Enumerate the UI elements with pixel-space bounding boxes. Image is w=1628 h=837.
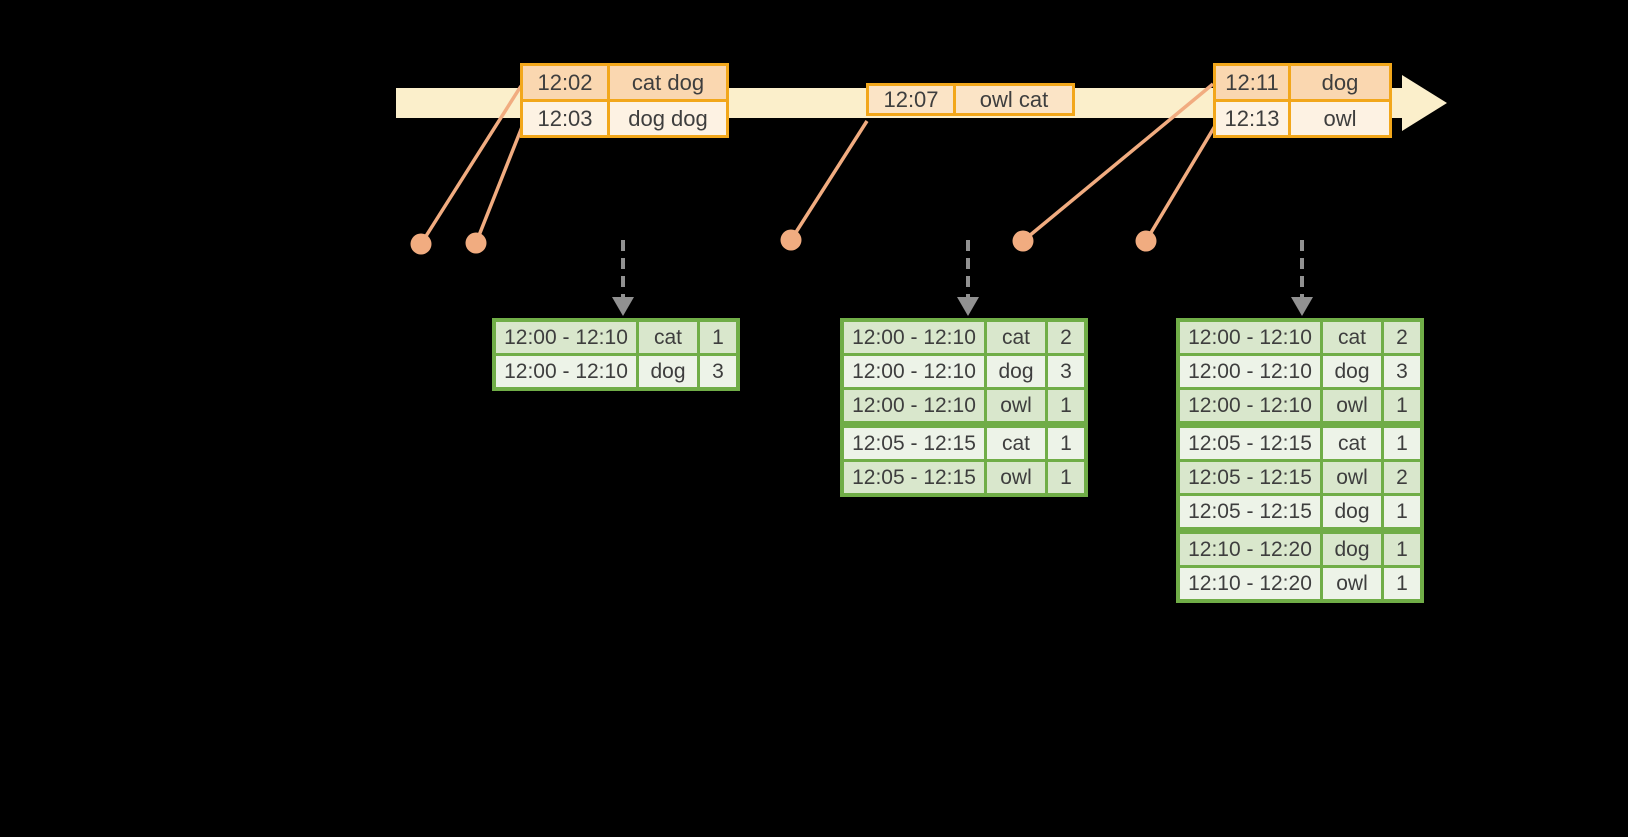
connector-lines bbox=[419, 82, 1217, 245]
result-row: 12:00 - 12:10 dog 3 bbox=[492, 353, 740, 391]
result-word: owl bbox=[1320, 387, 1384, 426]
result-window: 12:00 - 12:10 bbox=[1176, 318, 1323, 356]
result-row: 12:00 - 12:10 cat 2 bbox=[840, 318, 1088, 356]
result-window: 12:10 - 12:20 bbox=[1176, 565, 1323, 603]
result-count: 1 bbox=[1045, 459, 1088, 497]
result-word: owl bbox=[984, 459, 1048, 497]
result-count: 1 bbox=[1381, 527, 1424, 568]
result-row: 12:05 - 12:15 dog 1 bbox=[1176, 493, 1424, 532]
event-words: cat dog bbox=[607, 63, 729, 102]
connector-line bbox=[1021, 82, 1215, 243]
result-window: 12:00 - 12:10 bbox=[1176, 387, 1323, 426]
result-count: 1 bbox=[1045, 421, 1088, 462]
event-time: 12:13 bbox=[1213, 99, 1291, 138]
trigger-arrows bbox=[621, 240, 1304, 299]
result-word: owl bbox=[1320, 459, 1384, 496]
result-word: cat bbox=[1320, 421, 1384, 462]
result-count: 1 bbox=[1045, 387, 1088, 426]
result-row: 12:10 - 12:20 owl 1 bbox=[1176, 565, 1424, 603]
result-row: 12:05 - 12:15 cat 1 bbox=[1176, 421, 1424, 462]
result-window: 12:05 - 12:15 bbox=[1176, 493, 1323, 532]
result-word: dog bbox=[1320, 527, 1384, 568]
result-count: 2 bbox=[1381, 318, 1424, 356]
result-row: 12:05 - 12:15 owl 2 bbox=[1176, 459, 1424, 496]
trigger-arrowhead-icon bbox=[612, 297, 634, 316]
event-dot bbox=[410, 233, 432, 255]
result-word: cat bbox=[636, 318, 700, 356]
result-count: 3 bbox=[1381, 353, 1424, 390]
result-table-1: 12:00 - 12:10 cat 1 12:00 - 12:10 dog 3 bbox=[492, 318, 740, 391]
result-row: 12:05 - 12:15 cat 1 bbox=[840, 421, 1088, 462]
result-window: 12:00 - 12:10 bbox=[492, 353, 639, 391]
event-dot bbox=[1012, 230, 1034, 252]
result-word: dog bbox=[636, 353, 700, 391]
event-time: 12:02 bbox=[520, 63, 610, 102]
result-count: 1 bbox=[1381, 421, 1424, 462]
event-table-3: 12:11 dog 12:13 owl bbox=[1213, 63, 1392, 138]
result-row: 12:00 - 12:10 dog 3 bbox=[1176, 353, 1424, 390]
result-row: 12:05 - 12:15 owl 1 bbox=[840, 459, 1088, 497]
result-window: 12:00 - 12:10 bbox=[840, 318, 987, 356]
result-window: 12:00 - 12:10 bbox=[1176, 353, 1323, 390]
trigger-arrowheads bbox=[612, 297, 1313, 316]
result-window: 12:05 - 12:15 bbox=[840, 421, 987, 462]
result-window: 12:00 - 12:10 bbox=[840, 387, 987, 426]
event-row: 12:03 dog dog bbox=[520, 99, 729, 138]
result-word: cat bbox=[984, 421, 1048, 462]
result-window: 12:05 - 12:15 bbox=[1176, 421, 1323, 462]
event-row: 12:11 dog bbox=[1213, 63, 1392, 102]
result-word: owl bbox=[984, 387, 1048, 426]
result-count: 1 bbox=[697, 318, 740, 356]
result-window: 12:10 - 12:20 bbox=[1176, 527, 1323, 568]
result-window: 12:05 - 12:15 bbox=[1176, 459, 1323, 496]
connector-line bbox=[419, 85, 523, 245]
result-table-3: 12:00 - 12:10 cat 2 12:00 - 12:10 dog 3 … bbox=[1176, 318, 1424, 603]
connector-line bbox=[474, 126, 524, 244]
event-words: dog dog bbox=[607, 99, 729, 138]
event-row: 12:07 owl cat bbox=[866, 83, 1075, 116]
result-count: 3 bbox=[1045, 353, 1088, 390]
trigger-arrowhead-icon bbox=[1291, 297, 1313, 316]
result-row: 12:00 - 12:10 cat 2 bbox=[1176, 318, 1424, 356]
result-row: 12:00 - 12:10 owl 1 bbox=[840, 387, 1088, 426]
result-count: 1 bbox=[1381, 493, 1424, 532]
result-word: cat bbox=[1320, 318, 1384, 356]
trigger-arrowhead-icon bbox=[957, 297, 979, 316]
result-count: 2 bbox=[1045, 318, 1088, 356]
result-window: 12:00 - 12:10 bbox=[840, 353, 987, 390]
connector-line bbox=[789, 120, 869, 241]
event-row: 12:13 owl bbox=[1213, 99, 1392, 138]
result-word: dog bbox=[1320, 353, 1384, 390]
event-time: 12:03 bbox=[520, 99, 610, 138]
event-time: 12:11 bbox=[1213, 63, 1291, 102]
result-row: 12:00 - 12:10 cat 1 bbox=[492, 318, 740, 356]
result-count: 3 bbox=[697, 353, 740, 391]
result-row: 12:00 - 12:10 dog 3 bbox=[840, 353, 1088, 390]
event-words: dog bbox=[1288, 63, 1392, 102]
result-count: 2 bbox=[1381, 459, 1424, 496]
result-count: 1 bbox=[1381, 387, 1424, 426]
result-window: 12:00 - 12:10 bbox=[492, 318, 639, 356]
event-row: 12:02 cat dog bbox=[520, 63, 729, 102]
connector-line bbox=[1144, 125, 1217, 242]
event-dot bbox=[780, 229, 802, 251]
event-dots bbox=[410, 229, 1157, 255]
result-word: cat bbox=[984, 318, 1048, 356]
event-dot bbox=[465, 232, 487, 254]
event-table-1: 12:02 cat dog 12:03 dog dog bbox=[520, 63, 729, 138]
result-word: dog bbox=[984, 353, 1048, 390]
result-word: dog bbox=[1320, 493, 1384, 532]
result-table-2: 12:00 - 12:10 cat 2 12:00 - 12:10 dog 3 … bbox=[840, 318, 1088, 497]
event-time: 12:07 bbox=[866, 83, 956, 116]
result-count: 1 bbox=[1381, 565, 1424, 603]
timeline-arrowhead-icon bbox=[1402, 75, 1447, 131]
result-row: 12:00 - 12:10 owl 1 bbox=[1176, 387, 1424, 426]
result-window: 12:05 - 12:15 bbox=[840, 459, 987, 497]
result-word: owl bbox=[1320, 565, 1384, 603]
result-row: 12:10 - 12:20 dog 1 bbox=[1176, 527, 1424, 568]
event-dot bbox=[1135, 230, 1157, 252]
event-words: owl cat bbox=[953, 83, 1075, 116]
event-table-2: 12:07 owl cat bbox=[866, 83, 1075, 116]
event-words: owl bbox=[1288, 99, 1392, 138]
